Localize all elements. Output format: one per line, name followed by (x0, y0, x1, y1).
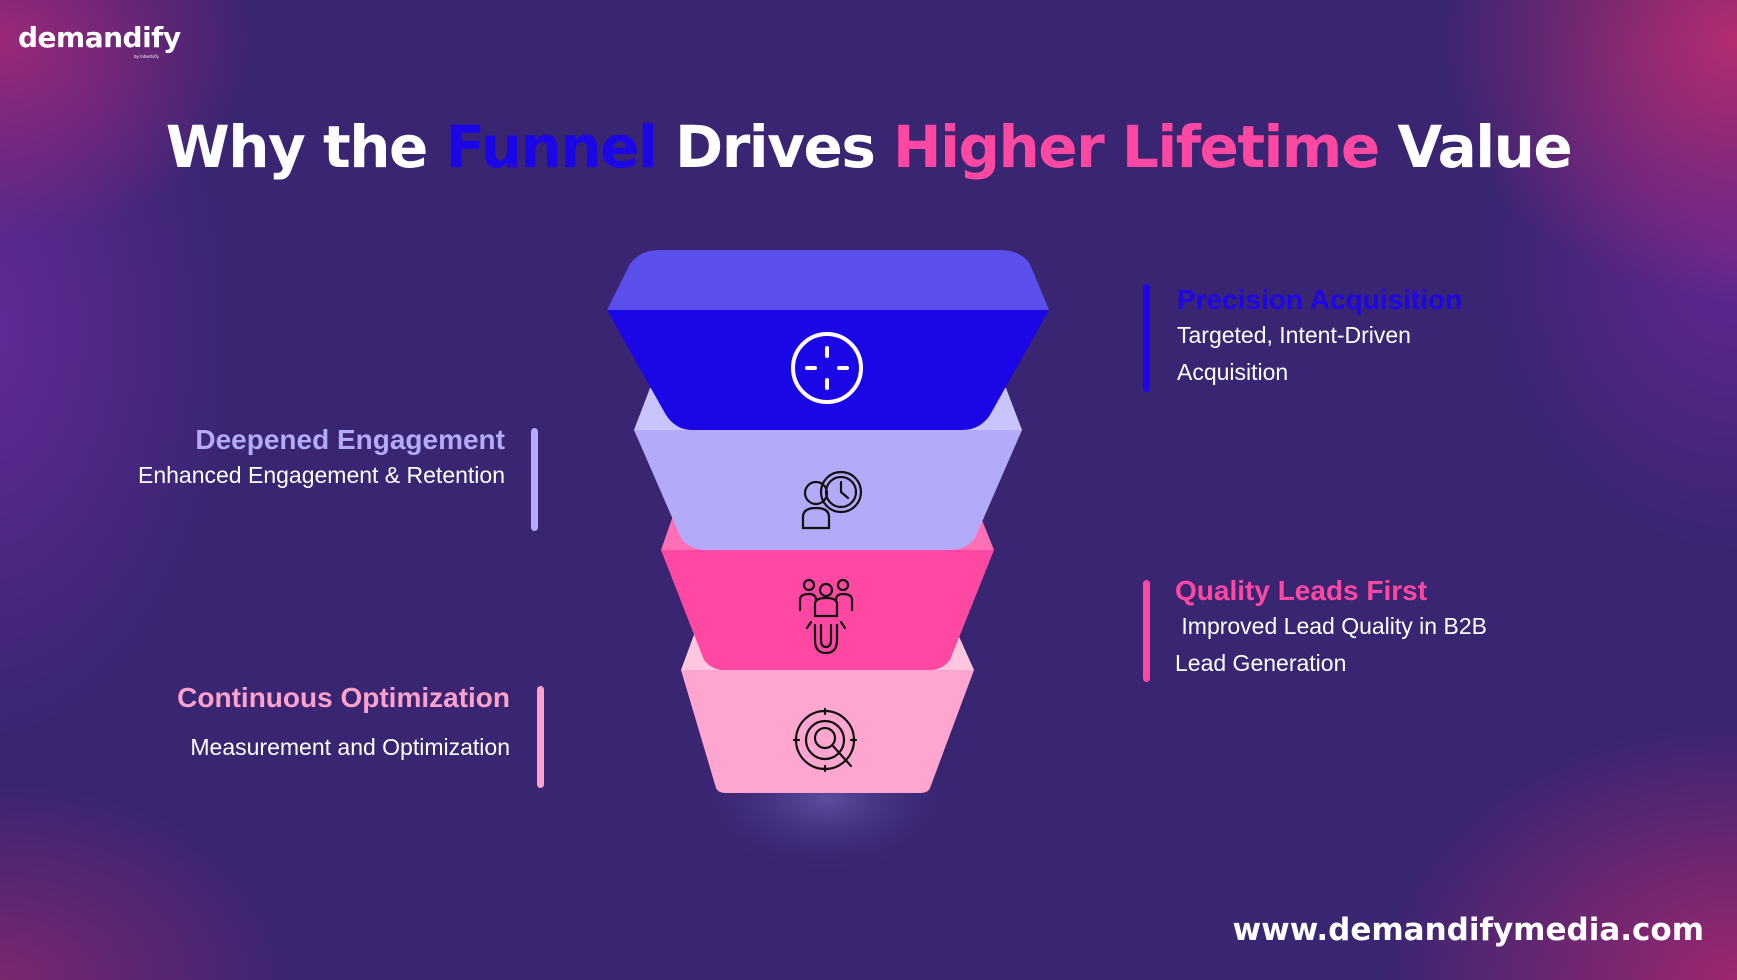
stage-quality-heading: Quality Leads First (1175, 575, 1428, 606)
stage-engagement: Deepened Engagement Enhanced Engagement … (120, 423, 505, 494)
engagement-accent-bar (531, 428, 538, 531)
demandify-logo: demandify (18, 21, 181, 54)
target-crosshair-icon (791, 332, 863, 404)
stage-engagement-description: Enhanced Engagement & Retention (138, 462, 505, 488)
stage-quality-description: Improved Lead Quality in B2B Lead Genera… (1175, 613, 1494, 676)
title-part-5: Value (1378, 113, 1572, 181)
stage-optimization-description: Measurement and Optimization (190, 734, 510, 760)
title-part-3: Drives (656, 113, 894, 181)
person-clock-icon (801, 470, 863, 530)
title-part-4: Higher Lifetime (893, 113, 1380, 181)
stage-optimization: Continuous Optimization Measurement and … (110, 681, 510, 766)
quality-accent-bar (1143, 580, 1150, 682)
stage-optimization-heading: Continuous Optimization (177, 682, 510, 713)
funnel-layer-1 (607, 250, 1049, 430)
stage-precision: Precision Acquisition Targeted, Intent-D… (1177, 283, 1507, 391)
page-title: Why the Funnel Drives Higher Lifetime Va… (0, 112, 1737, 182)
logo-subtext: by Intentsify (134, 54, 159, 59)
stage-engagement-heading: Deepened Engagement (195, 424, 505, 455)
website-url[interactable]: www.demandifymedia.com (1232, 912, 1704, 948)
precision-accent-bar (1143, 284, 1150, 392)
people-magnet-icon (798, 578, 854, 655)
stage-precision-heading: Precision Acquisition (1177, 284, 1463, 315)
optimization-accent-bar (537, 686, 544, 788)
title-part-1: Why the (165, 113, 446, 181)
stage-quality: Quality Leads First Improved Lead Qualit… (1175, 574, 1515, 682)
gear-search-icon (792, 707, 858, 773)
stage-precision-description: Targeted, Intent-Driven Acquisition (1177, 322, 1411, 385)
title-part-2: Funnel (445, 113, 658, 181)
